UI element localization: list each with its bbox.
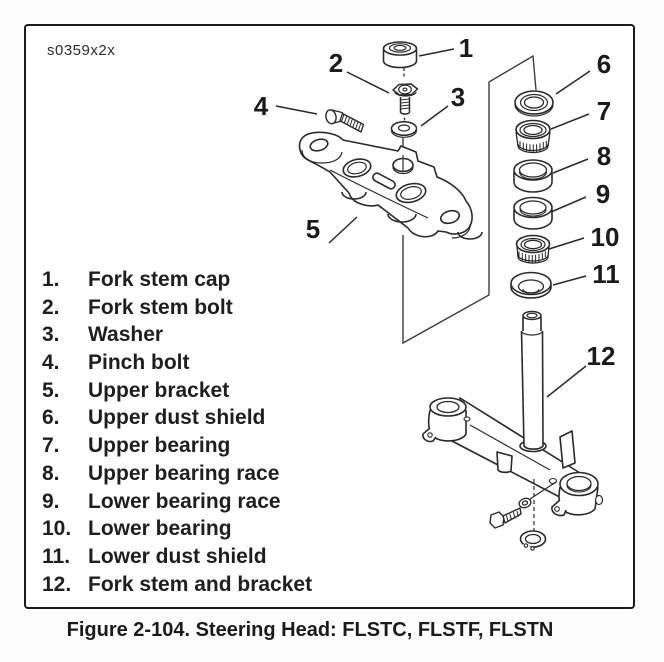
legend-item-number: 2. (42, 295, 60, 319)
legend-item-number: 7. (42, 434, 60, 458)
legend-item: 3. Washer (42, 322, 312, 350)
part-lower-washer (518, 497, 532, 509)
legend-item-label: Upper bearing race (88, 461, 280, 485)
legend-item: 5. Upper bracket (42, 378, 312, 406)
figure-code: s0359x2x (47, 42, 116, 59)
legend-item-label: Pinch bolt (88, 351, 190, 375)
part-upper-bracket (298, 131, 483, 240)
legend-item-number: 5. (42, 378, 60, 402)
part-lower-bearing-race (513, 196, 553, 230)
part-lower-dust-shield (510, 271, 552, 299)
legend-item-number: 12. (42, 572, 72, 596)
legend-item: 2. Fork stem bolt (42, 295, 312, 323)
legend-item-label: Washer (88, 323, 164, 347)
legend-item: 8. Upper bearing race (42, 461, 312, 489)
legend-item: 1. Fork stem cap (42, 267, 312, 295)
callout-leader-lines (275, 48, 591, 398)
legend-item-label: Upper bearing (88, 434, 231, 458)
callout-6: 6 (596, 49, 612, 79)
callout-1: 1 (458, 33, 474, 63)
legend-item-number: 11. (42, 544, 71, 568)
legend-item: 10. Lower bearing (42, 516, 312, 544)
legend-item-number: 1. (42, 268, 60, 291)
callout-9: 9 (595, 179, 611, 209)
legend-item: 6. Upper dust shield (42, 405, 312, 433)
legend-item-label: Fork stem cap (88, 268, 231, 291)
callout-11: 11 (592, 259, 620, 289)
legend-item-number: 6. (42, 406, 60, 430)
part-fork-stem-cap (382, 41, 418, 69)
legend-item-label: Upper bracket (88, 378, 230, 402)
legend-item: 12. Fork stem and bracket (42, 572, 312, 600)
callout-7: 7 (596, 96, 612, 126)
callout-2: 2 (328, 48, 344, 78)
legend-item-label: Lower dust shield (88, 544, 267, 568)
callout-3: 3 (450, 82, 466, 112)
legend-item: 4. Pinch bolt (42, 350, 312, 378)
callout-5: 5 (305, 214, 321, 244)
part-washer (390, 120, 418, 138)
legend-item-number: 8. (42, 461, 60, 485)
part-lower-pinch-bolt (489, 507, 522, 529)
part-pinch-bolt (325, 109, 365, 133)
legend-item-label: Lower bearing (88, 517, 232, 541)
part-snap-ring (519, 530, 547, 553)
parts-legend: 1. Fork stem cap 2. Fork stem bolt 3. Washe… (42, 267, 312, 599)
part-fork-stem-bolt (392, 83, 419, 115)
legend-item: 7. Upper bearing (42, 433, 312, 461)
callout-10: 10 (590, 222, 620, 252)
part-upper-dust-shield (514, 90, 554, 117)
part-upper-bearing (515, 119, 551, 154)
part-upper-bearing-race (513, 159, 553, 193)
legend-item-label: Fork stem bolt (88, 295, 233, 319)
legend-item-label: Lower bearing race (88, 489, 281, 513)
legend-item: 9. Lower bearing race (42, 489, 312, 517)
legend-item: 11. Lower dust shield (42, 544, 312, 572)
legend-item-label: Upper dust shield (88, 406, 266, 430)
legend-item-label: Fork stem and bracket (88, 572, 313, 596)
part-lower-bearing (515, 234, 551, 264)
legend-item-number: 3. (42, 323, 60, 347)
part-fork-stem-and-bracket (422, 310, 604, 517)
legend-item-number: 9. (42, 489, 60, 513)
callout-8: 8 (596, 141, 612, 171)
figure-caption: Figure 2-104. Steering Head: FLSTC, FLST… (66, 619, 554, 641)
legend-item-number: 10. (42, 517, 72, 541)
legend-item-number: 4. (42, 351, 60, 375)
callout-12: 12 (586, 341, 616, 371)
bolt-alignment-line (529, 481, 557, 500)
callout-4: 4 (253, 91, 269, 121)
